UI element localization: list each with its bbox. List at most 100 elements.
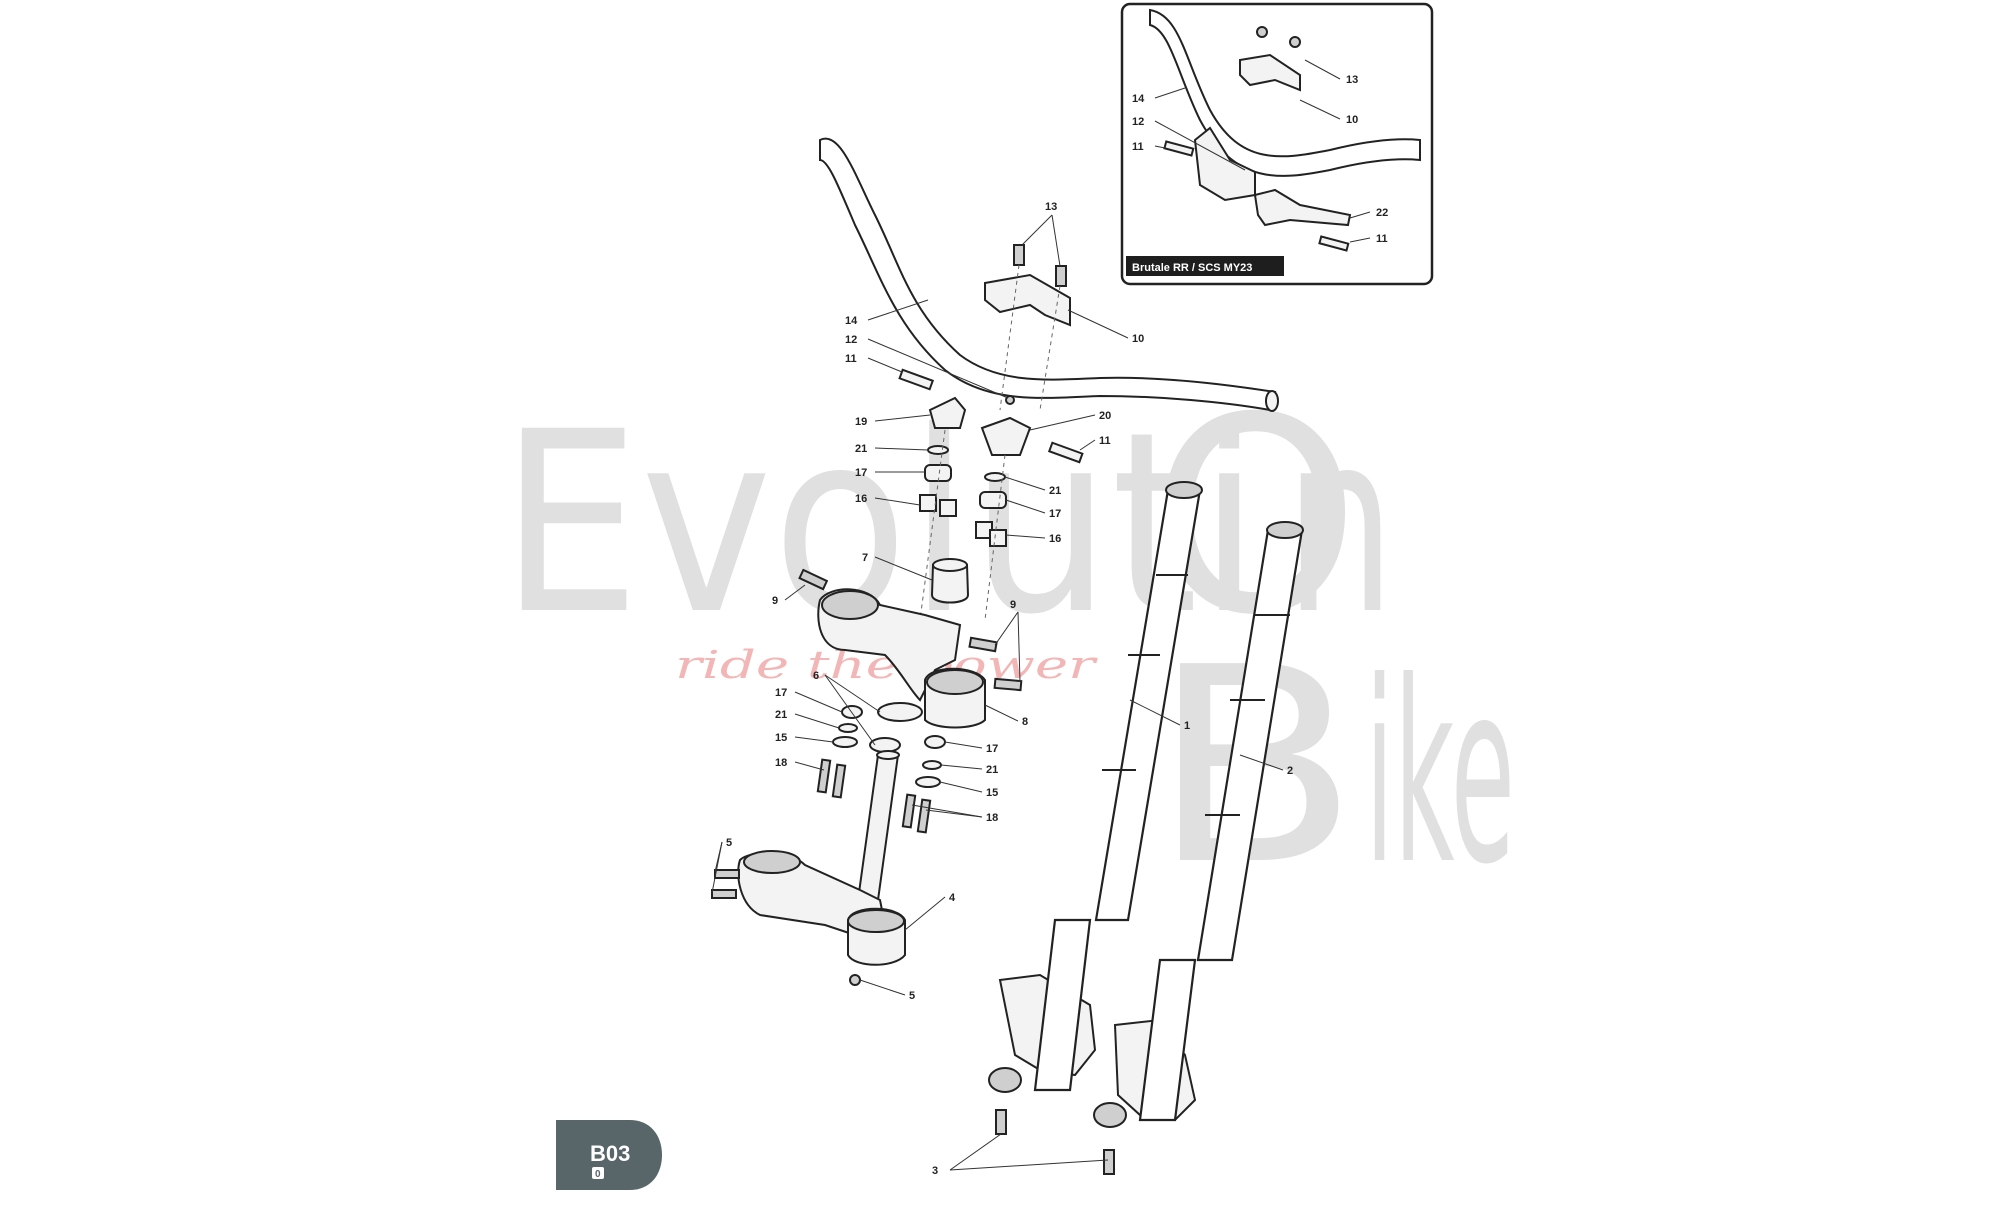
- watermark-ike: ike: [1365, 628, 1515, 919]
- pin-left: [898, 368, 935, 391]
- watermark-n: n: [1285, 378, 1395, 669]
- callout-17a: 17: [855, 467, 867, 479]
- upper-yoke-bore-right: [926, 669, 984, 695]
- leader-18a: [794, 761, 825, 771]
- bolt-18-left-b: [831, 763, 847, 799]
- callout-21a: 21: [855, 443, 867, 455]
- callout-9b: 9: [1010, 599, 1016, 611]
- callout-16a: 16: [855, 493, 867, 505]
- badge-revision-box: [592, 1167, 604, 1179]
- callout-11a: 11: [845, 353, 857, 365]
- handlebar-assembly: [819, 137, 1279, 621]
- inset-leader-11b: [1349, 237, 1371, 243]
- washer-21-right-low: [922, 760, 942, 770]
- callout-20: 20: [1099, 410, 1111, 422]
- leader-16b: [1005, 534, 1046, 539]
- clamp-bolt-b: [1055, 265, 1067, 287]
- badge-revision: 0: [595, 1169, 601, 1180]
- yoke-bolt-9c: [993, 677, 1023, 692]
- fork-leg-1: [988, 481, 1203, 1135]
- leader-lines: [711, 214, 1284, 1171]
- inset-leader-12: [1154, 120, 1246, 171]
- callout-18a: 18: [775, 757, 787, 769]
- callout-5a: 5: [726, 837, 732, 849]
- fork-leg-2-bolt: [1103, 1149, 1115, 1175]
- washer-15-right: [915, 776, 941, 788]
- bolt-18-right-b: [916, 798, 932, 834]
- steering-shaft: [856, 754, 900, 901]
- leader-13a: [1021, 214, 1053, 246]
- clamp-axis-a: [999, 264, 1020, 411]
- leader-6b: [824, 674, 876, 746]
- leader-17b: [1005, 499, 1046, 514]
- inset-upper-clamp: [1239, 53, 1301, 92]
- leader-9a: [784, 584, 806, 601]
- callout-19: 19: [855, 416, 867, 428]
- inset-label: Brutale RR / SCS MY23: [1132, 262, 1252, 274]
- leader-3a: [949, 1133, 1002, 1171]
- callout-3: 3: [932, 1165, 938, 1177]
- leader-3b: [949, 1159, 1109, 1171]
- leader-14: [867, 299, 929, 321]
- riser-right: [980, 416, 1032, 456]
- washer-17-right: [924, 735, 946, 749]
- callout-12: 12: [845, 334, 857, 346]
- fork-leg-1-axle: [988, 1067, 1022, 1093]
- washer-15-left: [832, 736, 858, 748]
- inset-callout-11b: 11: [1376, 233, 1388, 245]
- callout-21c: 21: [775, 709, 787, 721]
- badge-background: [556, 1120, 662, 1190]
- leader-21a: [874, 447, 929, 451]
- callout-8: 8: [1022, 716, 1028, 728]
- leader-10: [1067, 309, 1129, 339]
- bolt-5-b: [711, 889, 737, 899]
- bolt-5-c: [849, 974, 861, 986]
- callout-17c: 17: [775, 687, 787, 699]
- inset-callout-12: 12: [1132, 116, 1144, 128]
- badge-code: B03: [590, 1141, 630, 1166]
- leader-21d: [940, 764, 983, 770]
- upper-clamp: [984, 273, 1071, 327]
- bolt-5-a: [714, 869, 740, 879]
- inset-leader-22: [1349, 211, 1371, 219]
- clamp-bolt-a: [1013, 244, 1025, 266]
- callout-21d: 21: [986, 764, 998, 776]
- leader-17d: [944, 741, 983, 749]
- callout-2: 2: [1287, 765, 1293, 777]
- fork-leg-1-lower: [1033, 918, 1092, 1092]
- callout-18b: 18: [986, 812, 998, 824]
- bolt-18-right-a: [901, 793, 917, 829]
- inset-leader-10: [1299, 99, 1341, 120]
- leader-21b: [1004, 476, 1046, 491]
- bush-17-right: [979, 491, 1007, 509]
- lower-yoke-bore-right: [847, 909, 905, 933]
- steering-stem: [816, 702, 946, 901]
- leader-20: [1029, 414, 1096, 431]
- clamp-axis-b: [1039, 285, 1061, 411]
- yoke-bolt-9a: [798, 568, 829, 591]
- bush-16-right-b: [989, 529, 1007, 547]
- bush-16-left-b: [939, 499, 957, 517]
- inset-leader-11a: [1154, 145, 1166, 149]
- leader-11b: [1079, 439, 1096, 451]
- inset-callout-14: 14: [1132, 93, 1145, 105]
- callout-17d: 17: [986, 743, 998, 755]
- leader-9b-b: [1017, 611, 1021, 683]
- bush-17-left: [924, 464, 952, 482]
- fork-leg-2-lower: [1138, 958, 1197, 1122]
- inset-label-bg: [1126, 256, 1284, 276]
- leader-15b: [939, 781, 983, 793]
- callouts: 13 14 10 12 11 19 20 11 21 17 16 21 17 1…: [726, 201, 1293, 1177]
- fork-leg-1-bolt: [995, 1109, 1007, 1135]
- callout-21b: 21: [1049, 485, 1061, 497]
- leader-15a: [794, 736, 834, 743]
- fork-leg-2-cap: [1266, 521, 1304, 539]
- callout-9a: 9: [772, 595, 778, 607]
- inset-pin-a: [1163, 140, 1195, 157]
- lower-triple-clamp: [711, 850, 906, 986]
- leader-7: [874, 556, 933, 581]
- leader-4: [904, 896, 946, 931]
- inset-lever-mount: [1193, 126, 1256, 202]
- inset-leader-14: [1154, 87, 1186, 99]
